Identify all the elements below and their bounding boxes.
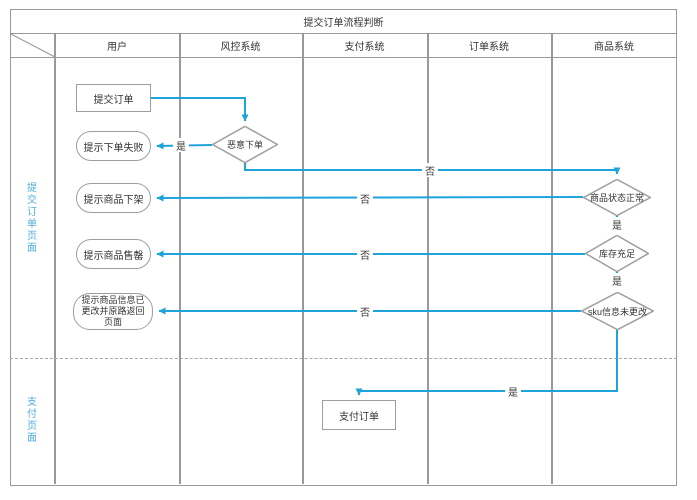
row-label-payment-page: 支付页面: [27, 397, 37, 444]
row-label-submit-order-page: 提交订单页面: [27, 183, 37, 254]
node-sku-unchanged-label: sku信息未更改: [587, 306, 647, 317]
node-stock-sufficient: 库存充足: [585, 235, 649, 272]
diagram-title: 提交订单流程判断: [303, 17, 384, 29]
lane-divider-labels: [54, 33, 56, 484]
node-malicious-order: 恶意下单: [212, 126, 278, 163]
node-malicious-order-label: 恶意下单: [226, 140, 263, 150]
edge-label-yes-stock: 是: [609, 273, 625, 288]
edge-label-no-malicious: 否: [422, 163, 438, 178]
edge-label-no-sku: 否: [357, 304, 373, 319]
header-divider: [10, 57, 677, 58]
node-hint-product-off-shelf: 提示商品下架: [76, 183, 151, 213]
lane-header-product-system: 商品系统: [594, 41, 634, 53]
lane-divider-4: [551, 33, 553, 484]
edge-label-no-status: 否: [357, 191, 373, 206]
edge-label-yes-malicious: 是: [173, 138, 189, 153]
node-sku-unchanged: sku信息未更改: [581, 292, 654, 330]
node-pay-order: 支付订单: [322, 400, 396, 430]
lane-header-user: 用户: [107, 41, 127, 53]
node-hint-info-changed: 提示商品信息已更改并原路返回页面: [73, 293, 153, 330]
node-product-status-normal-label: 商品状态正常: [589, 193, 644, 203]
node-hint-order-fail: 提示下单失败: [76, 131, 151, 161]
lane-header-risk-system: 风控系统: [220, 41, 261, 53]
lane-header-payment-system: 支付系统: [344, 41, 385, 53]
lane-divider-3: [427, 33, 429, 484]
page-row-divider: [10, 358, 677, 359]
edge-label-yes-sku: 是: [505, 384, 521, 399]
lane-divider-2: [302, 33, 304, 484]
diagram-outer-border: [10, 9, 677, 486]
node-product-status-normal: 商品状态正常: [583, 179, 651, 216]
title-divider: [10, 33, 677, 34]
edge-label-no-stock: 否: [357, 247, 373, 262]
node-stock-sufficient-label: 库存充足: [598, 249, 635, 259]
node-submit-order: 提交订单: [76, 84, 151, 112]
lane-divider-1: [179, 33, 181, 484]
lane-header-order-system: 订单系统: [469, 41, 509, 53]
edge-label-yes-status: 是: [609, 217, 625, 232]
node-hint-sold-out: 提示商品售罄: [76, 239, 151, 269]
